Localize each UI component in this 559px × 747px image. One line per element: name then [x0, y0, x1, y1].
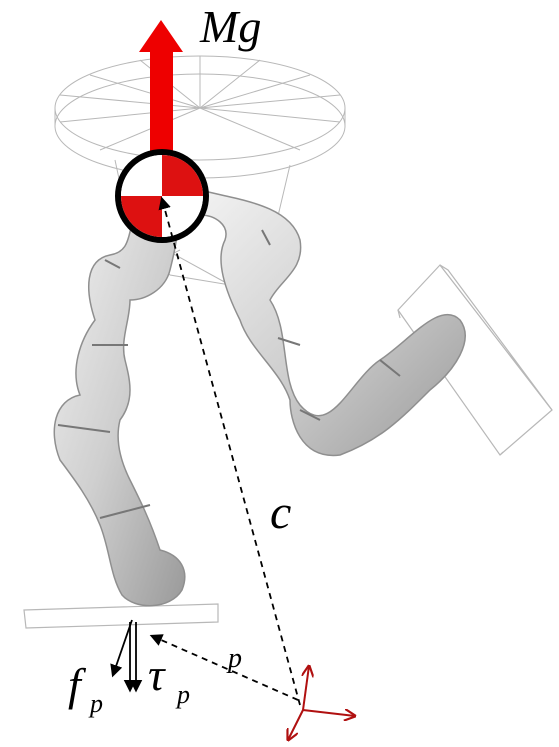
com-vector-label: c	[270, 486, 291, 539]
force-label: f	[68, 659, 87, 710]
force-subscript: p	[88, 689, 103, 718]
contact-vector-label: p	[226, 643, 242, 674]
contact-force-arrows	[113, 620, 136, 690]
gravity-label: Mg	[199, 1, 261, 52]
world-frame-axes	[288, 666, 355, 740]
left-arm	[54, 205, 184, 606]
torque-subscript: p	[175, 680, 190, 709]
foot-plate-wireframe	[24, 604, 218, 628]
torque-label: τ	[148, 649, 166, 700]
gravity-arrow	[139, 20, 183, 160]
contact-vector-p	[152, 636, 298, 700]
com-marker	[118, 152, 206, 240]
